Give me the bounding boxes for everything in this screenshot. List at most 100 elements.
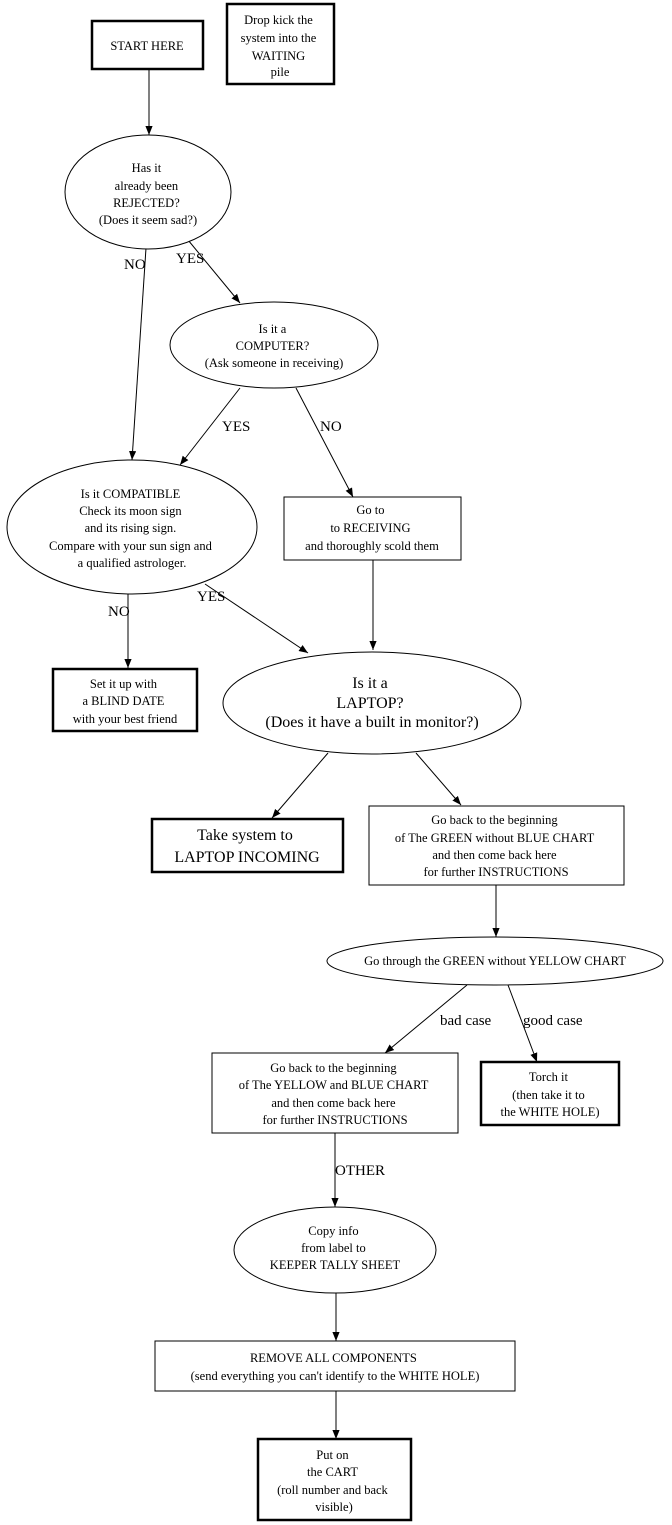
label-line: Go back to the beginning <box>431 813 558 827</box>
edge-laptop-to-laptop-incoming <box>271 752 329 819</box>
node-laptop-incoming <box>150 817 345 874</box>
label-line: (roll number and back <box>277 1483 388 1497</box>
node-green-yellow <box>326 936 664 986</box>
edge-laptop-to-green-blue <box>415 752 462 806</box>
edge-label-compatible-no: NO <box>108 604 130 620</box>
edge-label-computer-yes: YES <box>222 419 250 435</box>
node-laptop <box>222 651 522 755</box>
node-yellow-blue <box>211 1052 459 1134</box>
label-line: already been <box>115 179 179 193</box>
label-laptop-incoming: Take system to LAPTOP INCOMING <box>174 827 320 866</box>
label-line: WAITING <box>252 49 305 63</box>
label-line: and its rising sign. <box>85 521 177 535</box>
label-line: Torch it <box>529 1070 569 1084</box>
label-line: pile <box>271 65 290 79</box>
label-receiving: Go to to RECEIVING and thoroughly scold … <box>305 503 439 553</box>
label-line: REMOVE ALL COMPONENTS <box>250 1351 417 1365</box>
label-computer: Is it a COMPUTER? (Ask someone in receiv… <box>205 322 344 370</box>
label-line: Drop kick the <box>244 13 313 27</box>
label-line: and then come back here <box>432 848 557 862</box>
label-line: of The YELLOW and BLUE CHART <box>239 1078 429 1092</box>
label-green-yellow: Go through the GREEN without YELLOW CHAR… <box>364 954 626 968</box>
node-compatible <box>6 459 258 595</box>
label-line: Check its moon sign <box>79 504 182 518</box>
label-line: (Does it have a built in monitor?) <box>265 714 478 731</box>
edge-green-yellow-bad-to-yellow-blue <box>384 984 468 1054</box>
edge-label-computer-no: NO <box>320 419 342 435</box>
node-remove <box>154 1340 516 1392</box>
label-line: and thoroughly scold them <box>305 539 439 553</box>
label-line: Has it <box>132 161 162 175</box>
label-line: LAPTOP? <box>336 695 403 712</box>
label-line: (Does it seem sad?) <box>99 213 197 227</box>
label-start: START HERE <box>110 39 184 53</box>
label-line: a qualified astrologer. <box>78 556 187 570</box>
label-line: Take system to <box>197 827 293 844</box>
label-line: REJECTED? <box>113 196 180 210</box>
node-labels: START HERE Drop kick the system into the… <box>49 13 626 1514</box>
label-line: LAPTOP INCOMING <box>174 849 320 866</box>
label-dropkick: Drop kick the system into the WAITING pi… <box>241 13 320 79</box>
label-line: Go through the GREEN without YELLOW CHAR… <box>364 954 626 968</box>
edge-label-compatible-yes: YES <box>197 589 225 605</box>
label-line: to RECEIVING <box>330 521 410 535</box>
edge-green-yellow-good-to-torch <box>507 984 538 1063</box>
edge-computer-no-to-receiving <box>295 387 354 498</box>
label-blind-date: Set it up with a BLIND DATE with your be… <box>73 677 178 726</box>
label-line: Go back to the beginning <box>270 1061 397 1075</box>
label-line: a BLIND DATE <box>82 694 164 708</box>
edge-computer-yes-to-compatible <box>179 387 241 466</box>
node-blind-date <box>51 667 199 733</box>
label-torch: Torch it (then take it to the WHITE HOLE… <box>500 1070 599 1119</box>
edge-label-other: OTHER <box>335 1163 385 1179</box>
label-remove: REMOVE ALL COMPONENTS (send everything y… <box>191 1351 480 1383</box>
node-green-blue <box>368 805 625 886</box>
label-line: KEEPER TALLY SHEET <box>270 1258 401 1272</box>
label-line: (send everything you can't identify to t… <box>191 1369 480 1383</box>
node-rejected <box>64 134 232 250</box>
edge-labels: NO YES YES NO NO YES bad case good case … <box>108 251 583 1179</box>
label-yellow-blue: Go back to the beginning of The YELLOW a… <box>239 1061 432 1127</box>
label-line: Is it a <box>352 675 388 692</box>
label-line: Copy info <box>308 1224 358 1238</box>
label-line: for further INSTRUCTIONS <box>262 1113 407 1127</box>
label-line: (Ask someone in receiving) <box>205 356 344 370</box>
label-line: Compare with your sun sign and <box>49 539 213 553</box>
node-receiving <box>283 496 462 561</box>
node-cart <box>256 1437 413 1522</box>
label-line: (then take it to <box>512 1088 585 1102</box>
label-line: COMPUTER? <box>236 339 310 353</box>
edges <box>124 70 538 1439</box>
edge-rejected-no-to-compatible <box>129 247 147 461</box>
label-cart: Put on the CART (roll number and back vi… <box>277 1448 391 1514</box>
label-line: system into the <box>241 31 317 45</box>
label-line: for further INSTRUCTIONS <box>423 865 568 879</box>
label-line: visible) <box>315 1500 353 1514</box>
edge-label-bad-case: bad case <box>440 1013 492 1029</box>
node-start-here <box>90 19 205 71</box>
node-drop-kick <box>225 2 336 86</box>
label-green-blue: Go back to the beginning of The GREEN wi… <box>395 813 597 879</box>
edge-label-rejected-no: NO <box>124 257 146 273</box>
node-torch <box>479 1060 621 1127</box>
label-line: Set it up with <box>90 677 158 691</box>
label-compatible: Is it COMPATIBLE Check its moon sign and… <box>49 487 215 570</box>
label-line: Is it a <box>259 322 287 336</box>
edge-label-rejected-yes: YES <box>176 251 204 267</box>
label-line: of The GREEN without BLUE CHART <box>395 831 595 845</box>
label-line: START HERE <box>110 39 184 53</box>
edge-label-good-case: good case <box>523 1013 583 1029</box>
edge-compatible-yes-to-laptop <box>204 583 309 654</box>
label-line: the WHITE HOLE) <box>500 1105 599 1119</box>
node-computer <box>169 301 379 389</box>
label-line: Put on <box>316 1448 349 1462</box>
label-line: Go to <box>356 503 384 517</box>
label-line: Is it COMPATIBLE <box>81 487 181 501</box>
label-line: from label to <box>301 1241 366 1255</box>
label-line: and then come back here <box>271 1096 396 1110</box>
nodes <box>6 2 664 1522</box>
label-line: with your best friend <box>73 712 178 726</box>
label-rejected: Has it already been REJECTED? (Does it s… <box>99 161 197 227</box>
label-keeper: Copy info from label to KEEPER TALLY SHE… <box>270 1224 401 1272</box>
